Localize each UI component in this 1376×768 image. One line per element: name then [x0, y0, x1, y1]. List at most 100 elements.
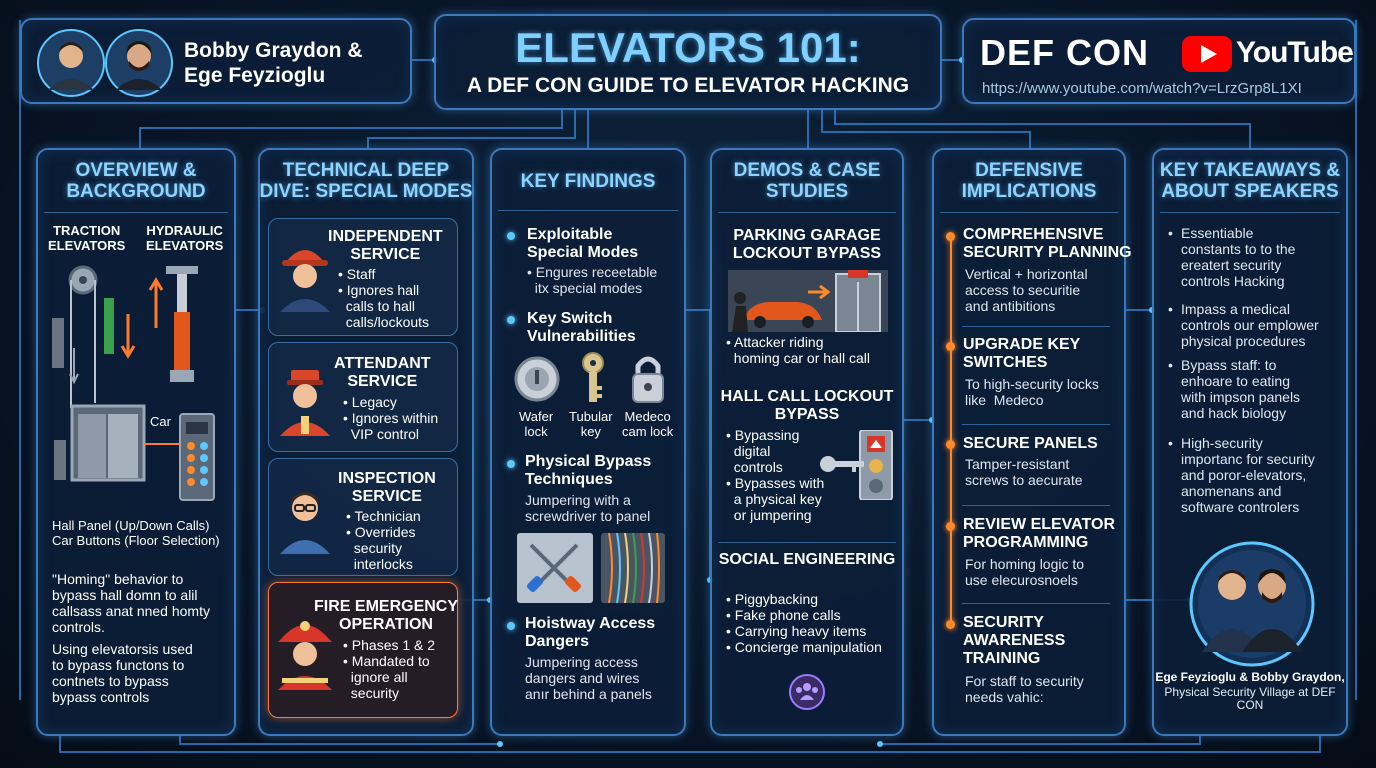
traction-label: TRACTION ELEVATORS	[48, 223, 126, 253]
finding-body: Jumpering with a screwdriver to panel	[525, 492, 651, 524]
defense-item-title: REVIEW ELEVATOR PROGRAMMING	[963, 516, 1116, 552]
defense-item-title: COMPREHENSIVE SECURITY PLANNING	[963, 226, 1132, 262]
case-title: SOCIAL ENGINEERING	[718, 551, 896, 568]
takeaway-bullet: •	[1168, 301, 1173, 317]
main-title: ELEVATORS 101:	[515, 24, 861, 71]
elevator-machinery-icon	[52, 265, 215, 501]
hydraulic-label: HYDRAULIC ELEVATORS	[146, 223, 224, 253]
wiring-panel-icon	[601, 533, 665, 603]
finding-body: Jumpering access dangers and wires anır …	[525, 654, 652, 702]
lock-caption: Tubular key	[569, 409, 613, 439]
bullet-dot	[507, 622, 515, 630]
speaker-avatar-right	[105, 29, 173, 97]
car-label: Car	[150, 414, 171, 429]
finding-title: Physical Bypass Techniques	[525, 453, 652, 489]
mode-body: • Legacy • Ignores within VIP control	[343, 394, 439, 442]
firefighter-icon	[278, 621, 332, 690]
demos-divider-2	[718, 542, 896, 543]
case-body: • Bypassing digital controls • Bypasses …	[726, 427, 825, 523]
video-url[interactable]: https://www.youtube.com/watch?v=LrzGrp8L…	[982, 80, 1302, 97]
findings-panel	[490, 148, 686, 736]
bullet-dot	[507, 232, 515, 240]
source-box: DEF CON YouTube https://www.youtube.com/…	[962, 18, 1356, 104]
takeaway-bullet: •	[1168, 225, 1173, 241]
mode-body: • Staff • Ignores hall calls to hall cal…	[338, 266, 430, 330]
attendant-icon	[280, 370, 330, 436]
defense-divider	[940, 212, 1118, 213]
takeaway-bullet: •	[1168, 435, 1173, 451]
case-title: PARKING GARAGE LOCKOUT BYPASS	[732, 227, 882, 262]
defense-item-body: To high-security locks like Medeco	[965, 376, 1099, 408]
takeaways-title: KEY TAKEAWAYS & ABOUT SPEAKERS	[1159, 160, 1341, 203]
main-subtitle: A DEF CON GUIDE TO ELEVATOR HACKING	[466, 74, 910, 97]
lock-caption: Medeco cam lock	[622, 409, 674, 439]
takeaway-item: High-security importanc for security and…	[1181, 435, 1315, 515]
panel-caption: Hall Panel (Up/Down Calls) Car Buttons (…	[52, 518, 220, 548]
takeaway-item: Bypass staff: to enhoare to eating with …	[1181, 357, 1301, 421]
takeaways-divider	[1160, 212, 1340, 213]
demos-divider	[718, 212, 896, 213]
finding-title: Hoistway Access Dangers	[525, 615, 656, 651]
bypass-paragraph: Using elevatorsis used to bypass functon…	[52, 641, 193, 705]
deep-dive-title: TECHNICAL DEEP DIVE: SPECIAL MODES	[259, 160, 473, 203]
homing-paragraph: "Homing" behavior to bypass hall domn to…	[52, 571, 210, 635]
staff-worker-icon	[280, 250, 330, 312]
speakers-photo	[1189, 541, 1315, 667]
mode-title: INDEPENDENT SERVICE	[328, 228, 443, 264]
defense-sep	[962, 424, 1110, 425]
case-body: • Piggybacking • Fake phone calls • Carr…	[726, 591, 882, 655]
defense-item-body: For staff to security needs vahic:	[965, 673, 1084, 705]
defense-item-title: SECURITY AWARENESS TRAINING	[963, 614, 1066, 668]
defense-item-body: For homing logic to use elecurosnoels	[965, 556, 1085, 588]
speaker-names: Bobby Graydon & Ege Feyzioglu	[184, 39, 363, 88]
youtube-play-icon	[1182, 36, 1232, 72]
bullet-dot	[507, 460, 515, 468]
defense-timeline	[950, 236, 952, 628]
wafer-lock-icon	[514, 356, 560, 402]
finding-body: • Engures receetable itx special modes	[527, 264, 658, 296]
defense-sep	[962, 326, 1110, 327]
padlock-icon	[632, 356, 664, 403]
case-body: • Attacker riding homing car or hall cal…	[726, 334, 870, 366]
mode-title: ATTENDANT SERVICE	[334, 355, 431, 391]
takeaway-item: Impass a medical controls our emplower p…	[1181, 301, 1319, 349]
people-group-icon	[789, 674, 825, 710]
timeline-dot	[946, 620, 955, 629]
takeaway-bullet: •	[1168, 357, 1173, 373]
findings-divider	[498, 210, 678, 211]
defense-item-body: Tamper-resistant screws to aecurate	[965, 456, 1083, 488]
defcon-logo: DEF CON	[980, 32, 1149, 73]
overview-divider	[44, 212, 228, 213]
finding-title: Key Switch Vulnerabilities	[527, 310, 636, 346]
timeline-dot	[946, 342, 955, 351]
mode-title: INSPECTION SERVICE	[338, 470, 436, 506]
defense-item-title: UPGRADE KEY SWITCHES	[963, 336, 1081, 372]
defense-title: DEFENSIVE IMPLICATIONS	[961, 160, 1097, 203]
screwdriver-icon	[517, 533, 593, 603]
lock-caption: Wafer lock	[519, 409, 554, 439]
demos-title: DEMOS & CASE STUDIES	[733, 160, 881, 203]
speakers-box: Bobby Graydon & Ege Feyzioglu	[20, 18, 412, 104]
mode-body: • Phases 1 & 2 • Mandated to ignore all …	[343, 637, 436, 701]
defense-sep	[962, 505, 1110, 506]
overview-title: OVERVIEW & BACKGROUND	[66, 160, 206, 203]
mode-title: FIRE EMERGENCY OPERATION	[314, 598, 459, 634]
title-box: ELEVATORS 101: A DEF CON GUIDE TO ELEVAT…	[434, 14, 942, 110]
youtube-logo: YouTube	[1236, 36, 1354, 69]
defense-sep	[962, 603, 1110, 604]
findings-title: KEY FINDINGS	[520, 171, 656, 192]
defense-item-title: SECURE PANELS	[963, 435, 1098, 452]
bullet-dot	[507, 316, 515, 324]
finding-title: Exploitable Special Modes	[527, 226, 639, 262]
hall-panel-key-icon	[820, 430, 893, 500]
takeaways-panel	[1152, 148, 1348, 736]
speakers-caption: Physical Security Village at DEF CON	[1164, 685, 1336, 713]
tubular-key-icon	[582, 352, 604, 402]
timeline-dot	[946, 232, 955, 241]
takeaway-item: Essentiable constants to to the ereatert…	[1181, 225, 1296, 289]
defense-item-body: Vertical + horizontal access to securiti…	[965, 266, 1088, 314]
mode-body: • Technician • Overrides security interl…	[346, 508, 421, 572]
speaker-avatar-left	[37, 29, 105, 97]
timeline-dot	[946, 522, 955, 531]
